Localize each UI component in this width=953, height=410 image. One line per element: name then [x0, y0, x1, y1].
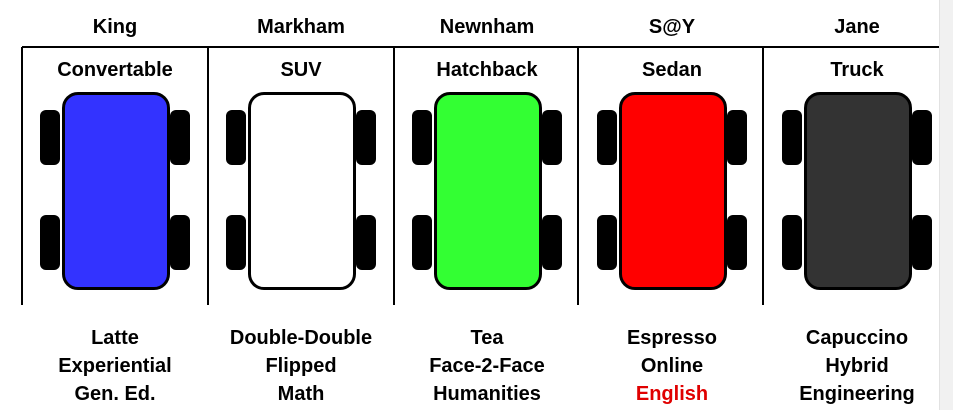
car-icon	[412, 92, 562, 290]
vehicle-type-label: Truck	[830, 59, 884, 81]
column-divider	[207, 47, 209, 305]
column-divider	[393, 47, 395, 305]
wheel-icon	[597, 215, 617, 270]
trait-item: Humanities	[433, 383, 541, 405]
car-body	[619, 92, 727, 290]
wheel-icon	[170, 110, 190, 165]
trait-item: Flipped	[265, 355, 337, 377]
wheel-icon	[356, 215, 376, 270]
wheel-icon	[226, 110, 246, 165]
trait-item: Math	[277, 383, 325, 405]
campus-name: Newnham	[439, 16, 535, 38]
column-divider	[21, 47, 23, 305]
trait-item: Experiential	[58, 355, 172, 377]
vehicle-type-label: Sedan	[641, 59, 703, 81]
trait-item: Espresso	[626, 327, 718, 349]
car-icon	[597, 92, 747, 290]
column-divider	[577, 47, 579, 305]
car-body	[804, 92, 912, 290]
trait-item: Gen. Ed.	[74, 383, 156, 405]
wheel-icon	[226, 215, 246, 270]
car-body	[62, 92, 170, 290]
wheel-icon	[412, 215, 432, 270]
wheel-icon	[782, 110, 802, 165]
wheel-icon	[542, 215, 562, 270]
car-body	[248, 92, 356, 290]
vehicle-type-label: SUV	[280, 59, 322, 81]
wheel-icon	[912, 110, 932, 165]
wheel-icon	[912, 215, 932, 270]
trait-item: English	[635, 383, 709, 405]
trait-item: Face-2-Face	[429, 355, 545, 377]
wheel-icon	[597, 110, 617, 165]
campus-name: S@Y	[648, 16, 696, 38]
campus-name: King	[92, 16, 138, 38]
wheel-icon	[40, 215, 60, 270]
wheel-icon	[727, 110, 747, 165]
wheel-icon	[356, 110, 376, 165]
trait-item: Engineering	[799, 383, 915, 405]
wheel-icon	[727, 215, 747, 270]
car-icon	[40, 92, 190, 290]
trait-item: Hybrid	[825, 355, 889, 377]
column-divider	[762, 47, 764, 305]
wheel-icon	[782, 215, 802, 270]
car-icon	[226, 92, 376, 290]
campus-name: Markham	[257, 16, 345, 38]
vehicle-type-label: Hatchback	[436, 59, 538, 81]
scrollbar[interactable]	[939, 0, 953, 410]
wheel-icon	[542, 110, 562, 165]
trait-item: Capuccino	[805, 327, 909, 349]
header-rule	[22, 46, 949, 48]
vehicle-type-label: Convertable	[57, 59, 173, 81]
wheel-icon	[40, 110, 60, 165]
trait-item: Tea	[470, 327, 504, 349]
wheel-icon	[412, 110, 432, 165]
trait-item: Double-Double	[229, 327, 373, 349]
trait-item: Online	[640, 355, 704, 377]
wheel-icon	[170, 215, 190, 270]
campus-name: Jane	[834, 16, 880, 38]
trait-item: Latte	[91, 327, 139, 349]
car-body	[434, 92, 542, 290]
car-icon	[782, 92, 932, 290]
